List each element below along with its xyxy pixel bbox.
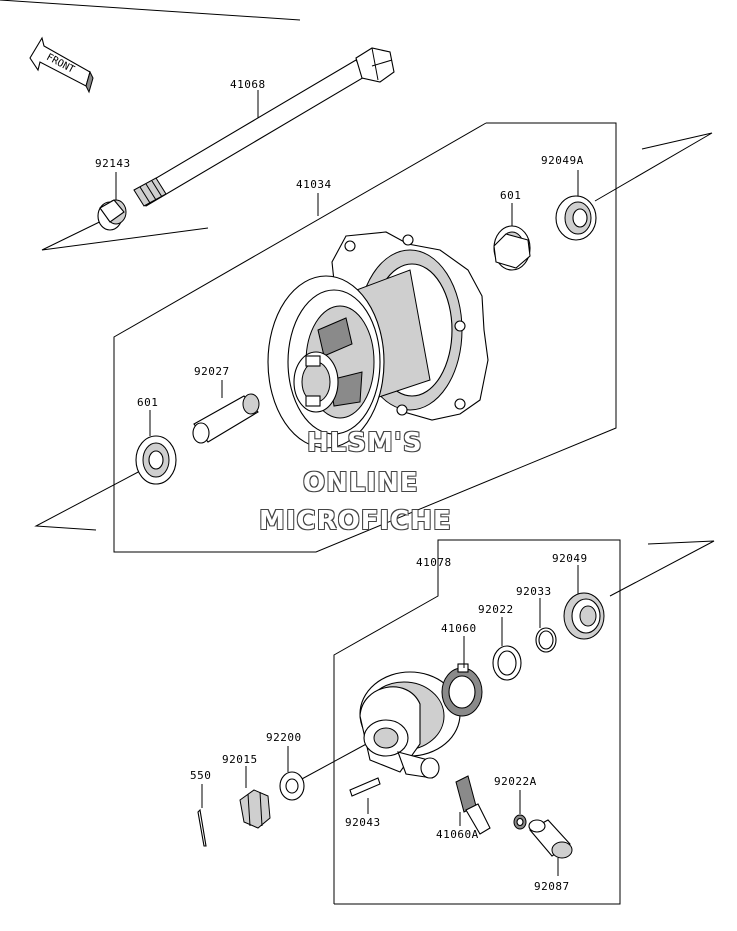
watermark-line-3: MICROFICHE (259, 506, 452, 536)
speedometer-gear-housing (359, 671, 461, 779)
watermark-line-1: HLSM'S (307, 428, 423, 458)
part-label-cotter-pin: 550 (190, 769, 212, 782)
leader-lines-top (115, 90, 579, 436)
part-label-pinion: 41060A (436, 828, 479, 841)
oil-seal-right (555, 195, 597, 241)
part-label-collar-left: 92143 (95, 157, 131, 170)
circlip (535, 627, 557, 653)
axle-shaft (0, 0, 395, 207)
pinion-gear (455, 775, 491, 835)
part-label-oil-seal-right: 92049A (541, 154, 584, 167)
part-label-drive-gear: 41060 (441, 622, 477, 635)
gear-assembly-outline (299, 539, 715, 905)
oil-seal-gear (563, 592, 605, 640)
collar-left (97, 199, 127, 231)
spacer-tube (192, 393, 260, 444)
washer-gear (492, 645, 522, 681)
part-label-bearing-left: 601 (137, 396, 159, 409)
part-label-hub: 41034 (296, 178, 332, 191)
bushing (528, 819, 573, 859)
part-label-axle: 41068 (230, 78, 266, 91)
washer-axle (279, 771, 305, 801)
drive-gear (441, 663, 483, 717)
cotter-pin (197, 808, 207, 847)
part-label-pin: 92043 (345, 816, 381, 829)
part-label-spacer: 92027 (194, 365, 230, 378)
part-label-circlip: 92033 (516, 585, 552, 598)
part-label-bushing: 92087 (534, 880, 570, 893)
part-label-oil-seal-gear: 92049 (552, 552, 588, 565)
hub-assembly-outline (34, 122, 713, 553)
castle-nut (239, 789, 271, 829)
part-label-small-washer: 92022A (494, 775, 537, 788)
part-label-washer: 92022 (478, 603, 514, 616)
part-label-bearing-right: 601 (500, 189, 522, 202)
wheel-hub (267, 231, 489, 449)
bearing-left (135, 435, 177, 485)
part-label-washer-axle: 92200 (266, 731, 302, 744)
small-washer (513, 814, 527, 830)
front-arrow-icon: FRONT (29, 36, 94, 94)
bearing-right (493, 225, 531, 271)
part-label-gear-housing: 41078 (416, 556, 452, 569)
part-label-nut: 92015 (222, 753, 258, 766)
leader-lines-bottom (201, 565, 579, 876)
watermark-line-2: ONLINE (303, 468, 419, 498)
dowel-pin (349, 777, 381, 797)
